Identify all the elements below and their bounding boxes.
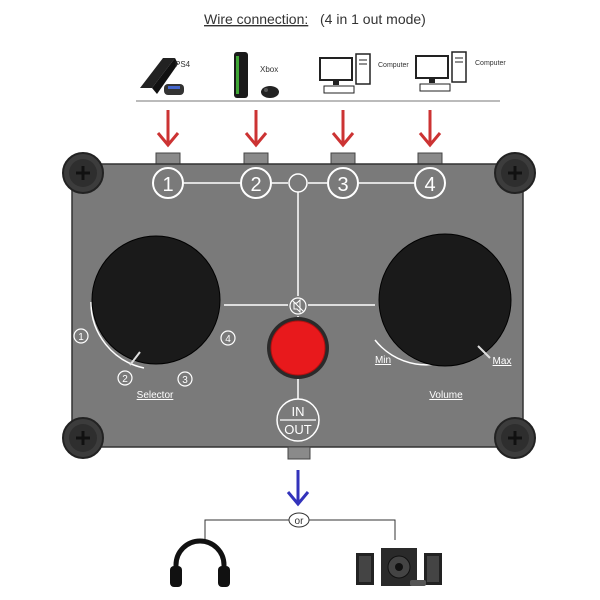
screw-icon (62, 417, 104, 459)
volume-knob[interactable] (378, 233, 512, 367)
title-mode: (4 in 1 out mode) (320, 11, 426, 27)
screw-icon (494, 417, 536, 459)
ps4-console-icon (140, 58, 184, 95)
out-label: OUT (284, 422, 312, 437)
svg-text:4: 4 (225, 334, 231, 345)
in-out-indicator: IN OUT (276, 398, 320, 442)
svg-text:2: 2 (250, 174, 261, 196)
arrow-down-icon (331, 110, 355, 148)
svg-text:1: 1 (78, 332, 84, 343)
device-label-computer-2: Computer (475, 60, 506, 67)
device-label-ps4: PS4 (175, 60, 191, 69)
input-arrows (156, 110, 442, 148)
speakers-icon (356, 548, 442, 586)
junction-indicator (288, 173, 308, 193)
volume-label: Volume (429, 390, 463, 401)
svg-text:4: 4 (424, 174, 435, 196)
or-label: or (295, 516, 305, 527)
center-red-button[interactable] (270, 320, 326, 376)
device-label-xbox: Xbox (260, 65, 278, 74)
selector-position-1: 1 (73, 328, 89, 344)
selector-label: Selector (137, 390, 174, 401)
arrow-down-icon (418, 110, 442, 148)
svg-text:1: 1 (162, 174, 173, 196)
svg-text:3: 3 (337, 174, 348, 196)
mute-icon (289, 297, 307, 315)
screw-icon (62, 152, 104, 194)
input-ports (155, 152, 443, 166)
selector-pointer (129, 351, 141, 366)
arrow-down-icon (244, 110, 268, 148)
svg-text:2: 2 (122, 374, 128, 385)
volume-pointer (477, 345, 491, 359)
in-label: IN (292, 404, 305, 419)
output-bracket (204, 519, 396, 540)
input-port-4: 4 (414, 167, 446, 199)
selector-knob[interactable] (91, 235, 221, 365)
input-port-1: 1 (152, 167, 184, 199)
computer-icon (415, 51, 467, 92)
volume-max-label: Max (493, 356, 512, 367)
or-badge (288, 512, 310, 528)
selector-position-3: 3 (177, 371, 193, 387)
xbox-console-icon (234, 52, 279, 98)
input-port-2: 2 (240, 167, 272, 199)
input-port-3: 3 (327, 167, 359, 199)
arrow-down-icon (156, 110, 180, 148)
title-label: Wire connection: (204, 11, 308, 27)
screw-icon (494, 152, 536, 194)
headphones-icon (170, 538, 230, 587)
selector-position-4: 4 (220, 330, 236, 346)
svg-text:3: 3 (182, 375, 188, 386)
arrow-down-icon (286, 470, 310, 507)
volume-min-label: Min (375, 355, 391, 366)
selector-position-2: 2 (117, 370, 133, 386)
output-port (287, 446, 311, 460)
computer-icon (319, 53, 371, 94)
device-label-computer-1: Computer (378, 62, 409, 69)
